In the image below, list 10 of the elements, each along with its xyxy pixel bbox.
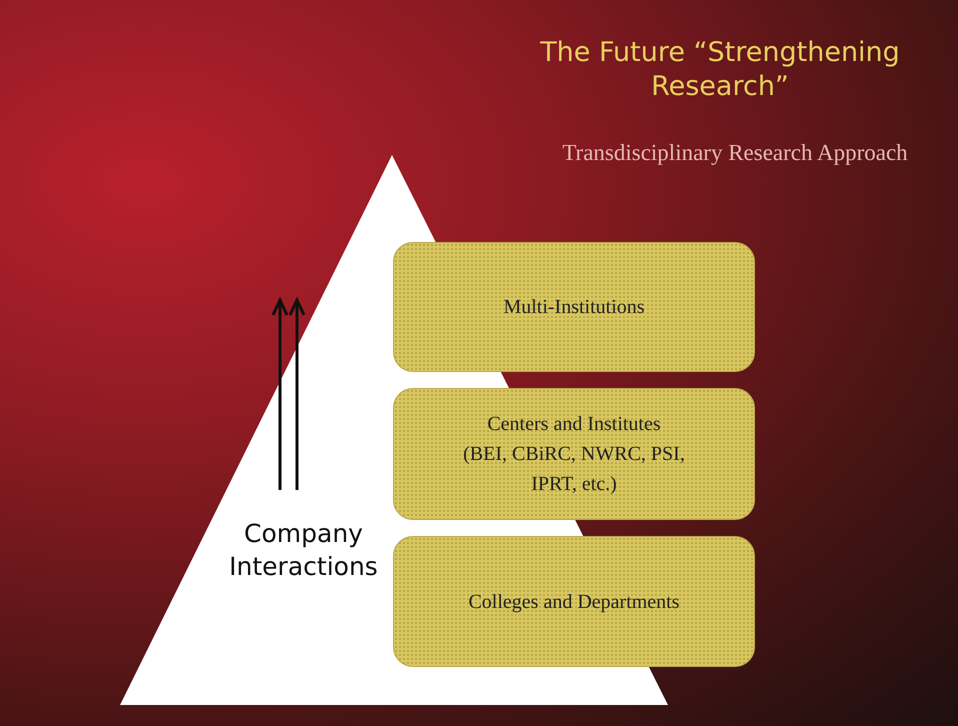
slide-title: The Future “Strengthening Research” xyxy=(539,36,901,104)
box-heading: Multi-Institutions xyxy=(503,295,645,320)
node-label: Company Interactions xyxy=(228,518,379,583)
tier-box xyxy=(393,242,755,372)
tier-box xyxy=(393,536,755,667)
subtitle-text: Transdisciplinary Research Approach xyxy=(561,139,909,167)
tier-box xyxy=(393,388,755,520)
box-body-text: (BEI, CBiRC, NWRC, PSI, IPRT, etc.) xyxy=(462,442,686,497)
box-heading: Centers and Institutes xyxy=(487,412,661,437)
box-heading: Colleges and Departments xyxy=(468,590,680,614)
